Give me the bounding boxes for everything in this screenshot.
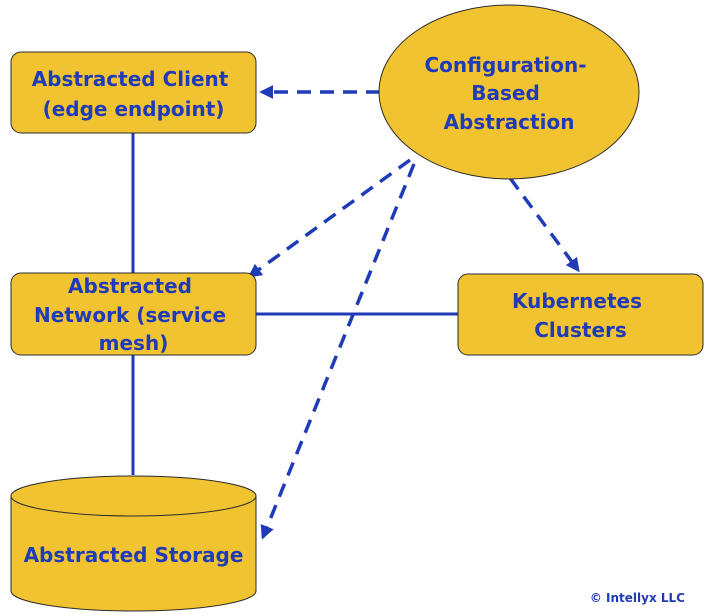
- svg-text:Configuration- Based: Configuration- Based Abstraction: [424, 53, 593, 134]
- node-configuration-based-abstraction: Configuration- Based Abstraction: [378, 4, 640, 180]
- svg-text:Kubernetes Clusters: Kubernetes Clusters: [512, 289, 649, 342]
- node-abstracted-network: Abstracted Network (service mesh): [10, 272, 257, 356]
- node-config-line1: Configuration-: [424, 53, 586, 77]
- svg-text:Abstracted Client (edg: Abstracted Client (edge endpoint): [32, 67, 236, 121]
- node-kubernetes-line1: Kubernetes: [512, 289, 642, 313]
- node-client-line2: (edge endpoint): [43, 97, 225, 121]
- node-configuration-ellipse: [378, 4, 640, 180]
- node-network-line2: Network (service: [34, 303, 226, 327]
- node-abstracted-storage: Abstracted Storage: [10, 475, 257, 612]
- copyright-text: © Intellyx LLC: [590, 591, 685, 605]
- arrow-config-to-network: [247, 158, 412, 278]
- node-abstracted-client: Abstracted Client (edge endpoint): [10, 51, 257, 134]
- node-config-line2: Based: [471, 81, 540, 105]
- node-client-line1: Abstracted Client: [32, 67, 229, 91]
- node-config-line3: Abstraction: [444, 110, 575, 134]
- node-kubernetes-clusters: Kubernetes Clusters: [457, 273, 704, 356]
- node-kubernetes-line2: Clusters: [534, 318, 627, 342]
- node-kubernetes-box: [457, 273, 704, 356]
- storage-cylinder-body: [10, 496, 257, 612]
- arrow-config-to-storage: [260, 163, 416, 540]
- node-storage-line1: Abstracted Storage: [24, 543, 244, 567]
- arrow-config-to-kubernetes: [508, 176, 580, 273]
- node-abstracted-client-box: [10, 51, 257, 134]
- svg-text:Abstracted Network (se: Abstracted Network (service mesh): [34, 274, 233, 355]
- node-network-line3: mesh): [99, 331, 169, 355]
- storage-cylinder-top: [10, 475, 257, 517]
- svg-text:Abstracted Storage: Abstracted Storage: [24, 543, 244, 567]
- node-network-line1: Abstracted: [68, 274, 192, 298]
- node-abstracted-network-box: [10, 272, 257, 356]
